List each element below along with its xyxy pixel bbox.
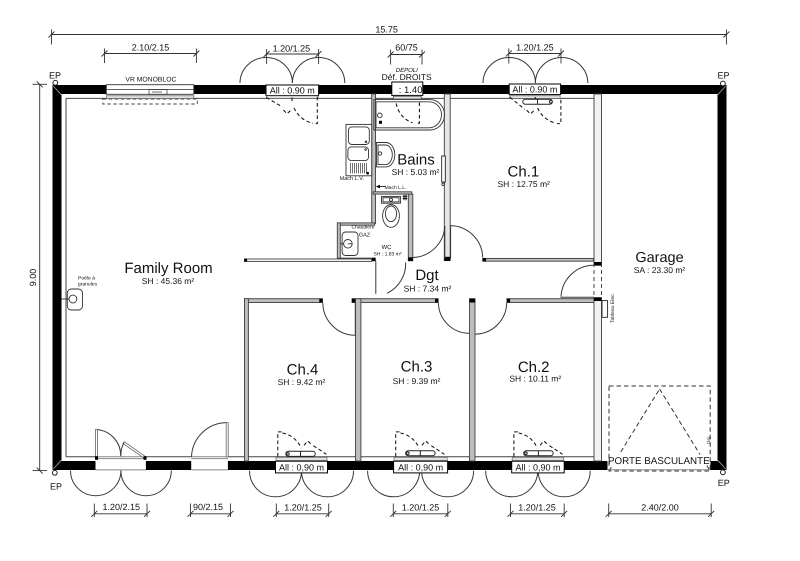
svg-text:1.20/1.25: 1.20/1.25 bbox=[516, 43, 554, 53]
svg-text:90/2.15: 90/2.15 bbox=[193, 502, 223, 512]
svg-text:SH : 10.11 m²: SH : 10.11 m² bbox=[509, 374, 561, 384]
svg-text:SH : 9.42 m²: SH : 9.42 m² bbox=[278, 377, 326, 387]
svg-text:Poêle à: Poêle à bbox=[78, 276, 95, 282]
svg-text:VR MONOBLOC: VR MONOBLOC bbox=[125, 77, 176, 84]
svg-text:Dgt: Dgt bbox=[415, 267, 439, 284]
svg-text:1.20/1.25: 1.20/1.25 bbox=[273, 44, 311, 54]
svg-text:SH : 5.03 m²: SH : 5.03 m² bbox=[392, 167, 440, 177]
svg-text:Garage: Garage bbox=[635, 250, 683, 266]
svg-text:2.40/2.00: 2.40/2.00 bbox=[641, 503, 679, 513]
svg-text:Déf. DROITS: Déf. DROITS bbox=[382, 72, 432, 82]
svg-text:EP: EP bbox=[49, 71, 61, 81]
svg-text:Family Room: Family Room bbox=[124, 260, 212, 277]
svg-text:Bains: Bains bbox=[397, 152, 435, 169]
svg-text:Chaudière: Chaudière bbox=[351, 225, 374, 231]
svg-text:EP: EP bbox=[718, 478, 730, 488]
svg-text:Ch.3: Ch.3 bbox=[401, 359, 433, 376]
svg-text:SH : 1.83 m²: SH : 1.83 m² bbox=[373, 252, 401, 258]
svg-text:Dsj.: Dsj. bbox=[706, 436, 711, 444]
svg-text:Mach L.L.: Mach L.L. bbox=[385, 185, 407, 191]
svg-text:Ch.1: Ch.1 bbox=[508, 164, 540, 181]
svg-text:1.20/1.25: 1.20/1.25 bbox=[518, 503, 556, 513]
svg-text:Ch.4: Ch.4 bbox=[287, 362, 319, 379]
svg-text:SA : 23.30 m²: SA : 23.30 m² bbox=[634, 265, 686, 275]
svg-text:EP: EP bbox=[50, 482, 62, 492]
svg-text:SH : 7.34 m²: SH : 7.34 m² bbox=[404, 284, 452, 294]
svg-text:DEPOLI: DEPOLI bbox=[396, 67, 418, 74]
svg-text:15.75: 15.75 bbox=[375, 25, 398, 35]
svg-text:GAZ: GAZ bbox=[359, 233, 371, 239]
svg-text:Ch.2: Ch.2 bbox=[518, 359, 550, 376]
svg-text:granules: granules bbox=[78, 282, 98, 288]
svg-text:All : 0,90 m: All : 0,90 m bbox=[398, 462, 443, 472]
svg-text:SH : 12.75 m²: SH : 12.75 m² bbox=[497, 179, 550, 189]
svg-text:Tableau Elec.: Tableau Elec. bbox=[610, 293, 616, 323]
svg-text:1.20/1.25: 1.20/1.25 bbox=[402, 503, 440, 513]
svg-text:SH : 45.36 m²: SH : 45.36 m² bbox=[142, 276, 195, 286]
svg-text:Mach L.V.: Mach L.V. bbox=[340, 176, 365, 182]
svg-text:1.20/1.25: 1.20/1.25 bbox=[284, 503, 322, 513]
svg-text:All : 0,90 m: All : 0,90 m bbox=[279, 462, 324, 472]
svg-text:2.10/2.15: 2.10/2.15 bbox=[132, 43, 170, 53]
svg-text:All : 0,90 m: All : 0,90 m bbox=[515, 462, 560, 472]
svg-text:PORTE BASCULANTE: PORTE BASCULANTE bbox=[608, 456, 710, 467]
svg-text:WC: WC bbox=[382, 244, 393, 251]
svg-text:All : 0.90 m: All : 0.90 m bbox=[512, 84, 557, 94]
svg-text:SH : 9.39 m²: SH : 9.39 m² bbox=[393, 376, 441, 386]
svg-text:All : 0.90 m: All : 0.90 m bbox=[270, 85, 315, 95]
svg-text:9.00: 9.00 bbox=[28, 269, 38, 287]
svg-text:60/75: 60/75 bbox=[395, 43, 418, 53]
svg-text:1.20/2.15: 1.20/2.15 bbox=[103, 502, 141, 512]
svg-text:: 1.40: : 1.40 bbox=[399, 85, 423, 96]
svg-text:EP: EP bbox=[717, 71, 729, 81]
